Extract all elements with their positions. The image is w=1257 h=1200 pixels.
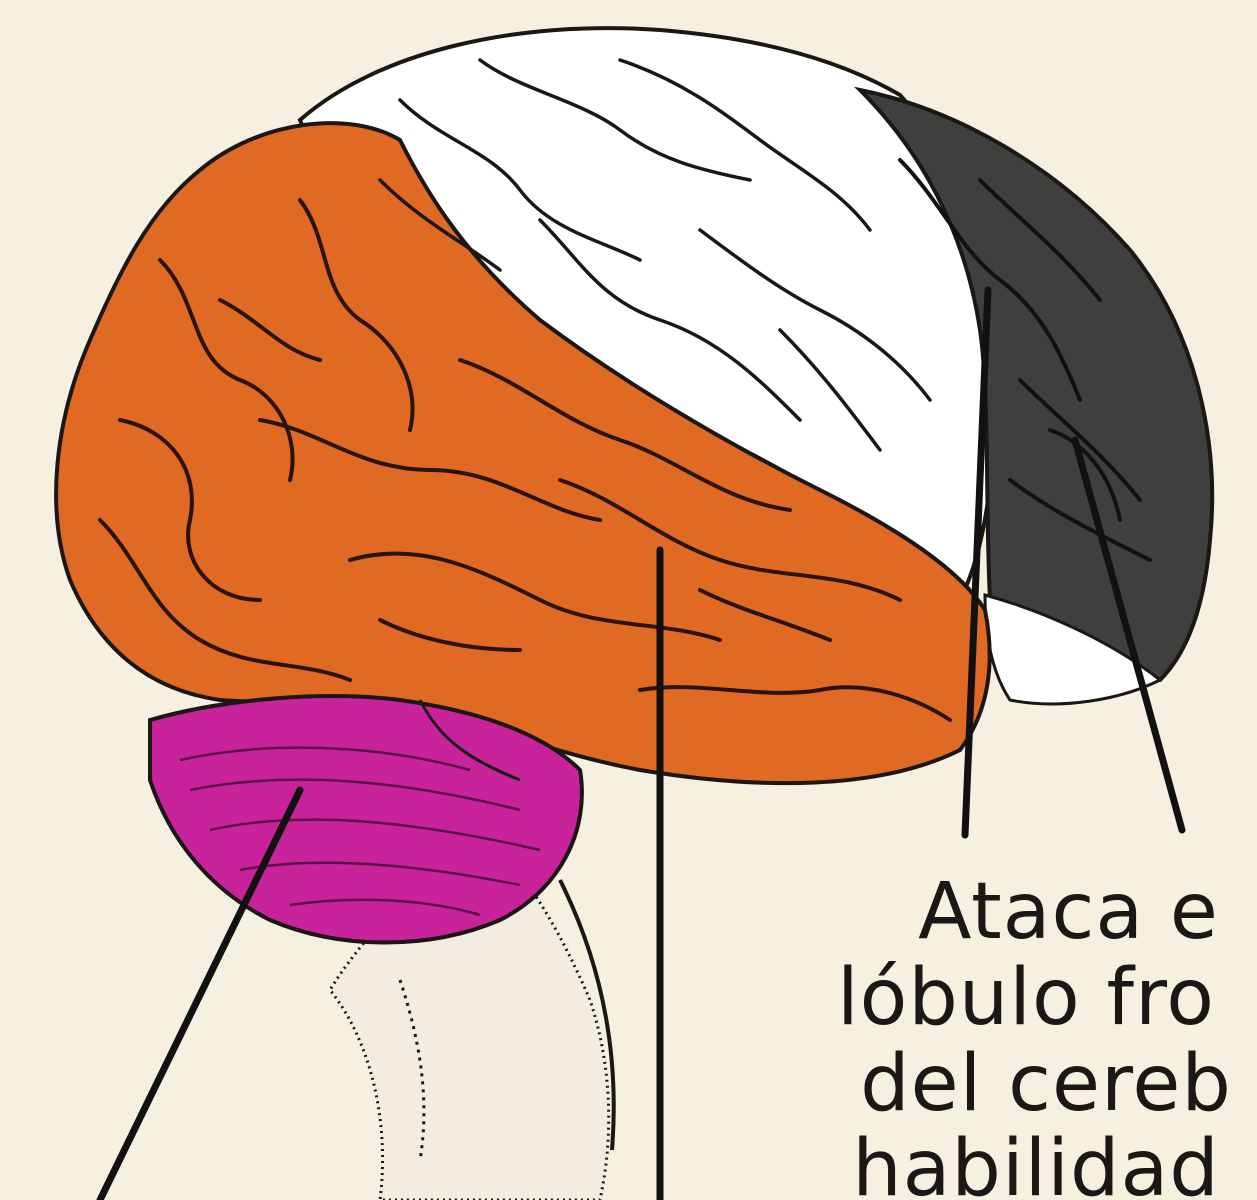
cerebellum-region [150,696,582,942]
caption-line-3: del cereb [791,1042,1257,1128]
caption-line-2: lóbulo fro [791,956,1257,1042]
caption-text: Ataca e lóbulo fro del cereb habilidad [791,870,1257,1200]
caption-line-4: habilidad [791,1127,1257,1200]
caption-line-1: Ataca e [791,870,1257,956]
